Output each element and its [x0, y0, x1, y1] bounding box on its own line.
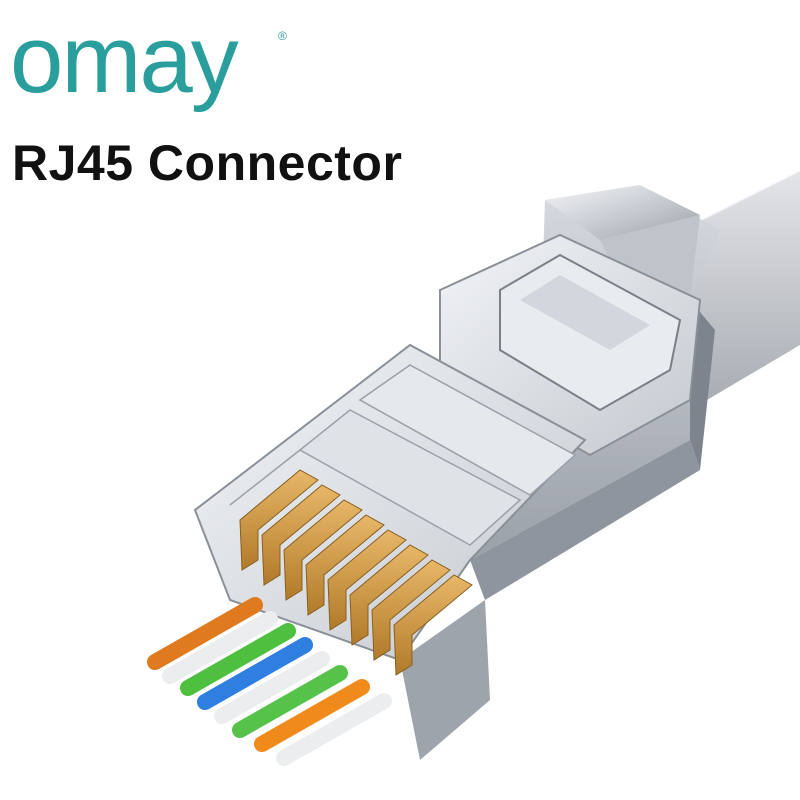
wire [214, 651, 330, 724]
wire [180, 623, 296, 696]
gold-contact-pins [239, 469, 473, 676]
wires [147, 597, 392, 766]
omay-logo-text: omay [10, 18, 239, 113]
page-title: RJ45 Connector [12, 135, 403, 191]
registered-mark: ® [278, 29, 287, 43]
wire [254, 679, 370, 752]
latch-window [439, 233, 702, 457]
wire [232, 665, 348, 738]
omay-logo: omay ® [10, 18, 287, 113]
wire [162, 611, 278, 684]
wire [197, 637, 313, 710]
wire [276, 693, 392, 766]
wire [147, 597, 263, 670]
